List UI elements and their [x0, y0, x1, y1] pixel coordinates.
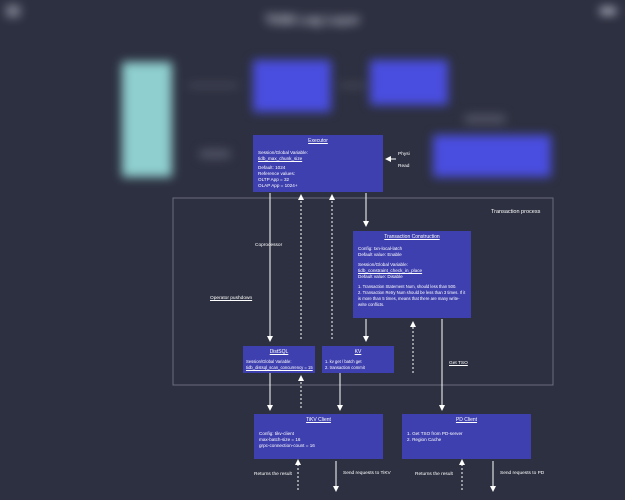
txn-title: Transaction Construction — [384, 234, 440, 240]
distsql-line: tidb_distsql_scan_concurrency = 15 — [246, 365, 313, 370]
pd-client-line: 1. Get TSO from PD-server — [407, 431, 463, 436]
executor-line: Reference values: — [258, 171, 296, 176]
executor-line: OLTP App = 32 — [258, 177, 290, 182]
txn-line: Config: txn-local-latch — [358, 246, 403, 251]
label-coprocessor: Coprocessor — [255, 243, 283, 248]
kv-title: KV — [354, 349, 362, 355]
blurred-line-1 — [188, 85, 238, 86]
blurred-line-2 — [340, 85, 365, 86]
label-get-tso: Get TSO — [449, 361, 468, 366]
label-returns-result-tikv: Returns the result — [254, 472, 292, 477]
txn-line: Session/Global Variable: — [358, 262, 408, 267]
txn-line: Default value: Enable — [358, 252, 402, 257]
txn-line: write conflicts. — [358, 302, 385, 307]
pd-client-line: 2. Region Cache — [407, 437, 442, 442]
tikv-client-title: TiKV Client — [306, 417, 331, 423]
pd-client-box: PD Client 1. Get TSO from PD-server 2. R… — [402, 414, 531, 459]
kv-box: KV 1. kv get / batch get 2. transaction … — [322, 346, 394, 373]
blurred-context: TiDB Lag Layer — [0, 0, 625, 200]
teal-block — [122, 62, 172, 177]
blurred-text-right — [465, 115, 505, 123]
label-transaction-process: Transaction process — [491, 209, 541, 215]
txn-line: is more than 5 times, means that there a… — [358, 296, 460, 301]
txn-line: tidb_constraint_check_in_place — [358, 268, 423, 273]
tikv-client-line: grpc-connection-count = 16 — [259, 443, 315, 448]
distsql-title: DistSQL — [269, 349, 289, 355]
label-send-to-tikv: Send requests to TiKV — [343, 471, 391, 476]
label-returns-result-pd: Returns the result — [415, 472, 453, 477]
executor-line: Default: 1024 — [258, 165, 286, 170]
label-physical: Physi — [398, 152, 410, 157]
transaction-construction-box: Transaction Construction Config: txn-loc… — [353, 231, 471, 318]
distsql-line: Session/Global Variable: — [246, 359, 292, 364]
label-read: Read — [398, 164, 410, 169]
kv-line: 2. transaction commit — [325, 365, 365, 370]
menu-icon[interactable] — [6, 6, 20, 16]
kv-line: 1. kv get / batch get — [325, 359, 362, 364]
txn-line: 1. Transaction Statement Num, should les… — [358, 284, 457, 289]
blurred-box-1 — [253, 60, 331, 112]
executor-box: Executor Session/Global Variable: tidb_m… — [253, 135, 383, 192]
executor-title: Executor — [308, 138, 328, 144]
executor-line: tidb_max_chunk_size — [258, 156, 303, 161]
tikv-client-line: Config: tikv-client — [259, 431, 294, 436]
blurred-text-left — [200, 150, 230, 158]
distsql-box: DistSQL Session/Global Variable: tidb_di… — [243, 346, 315, 373]
tikv-client-line: max-batch-size = 16 — [259, 437, 301, 442]
blurred-box-3 — [433, 135, 551, 177]
pd-client-title: PD Client — [455, 417, 478, 423]
txn-line: 2. Transaction Retry Num should be less … — [358, 290, 466, 295]
transaction-frame — [172, 197, 554, 386]
txn-line: Default value: Disable — [358, 274, 403, 279]
page-title: TiDB Lag Layer — [264, 12, 361, 27]
executor-line: OLAP App = 1024+ — [258, 183, 298, 188]
executor-line: Session/Global Variable: — [258, 150, 308, 155]
tikv-client-box: TiKV Client Config: tikv-client max-batc… — [254, 414, 383, 459]
more-icon[interactable] — [600, 8, 616, 14]
label-send-to-pd: Send requests to PD — [500, 471, 545, 476]
blurred-box-2 — [370, 60, 448, 105]
label-operator-pushdown: Operator pushdown — [210, 296, 253, 301]
